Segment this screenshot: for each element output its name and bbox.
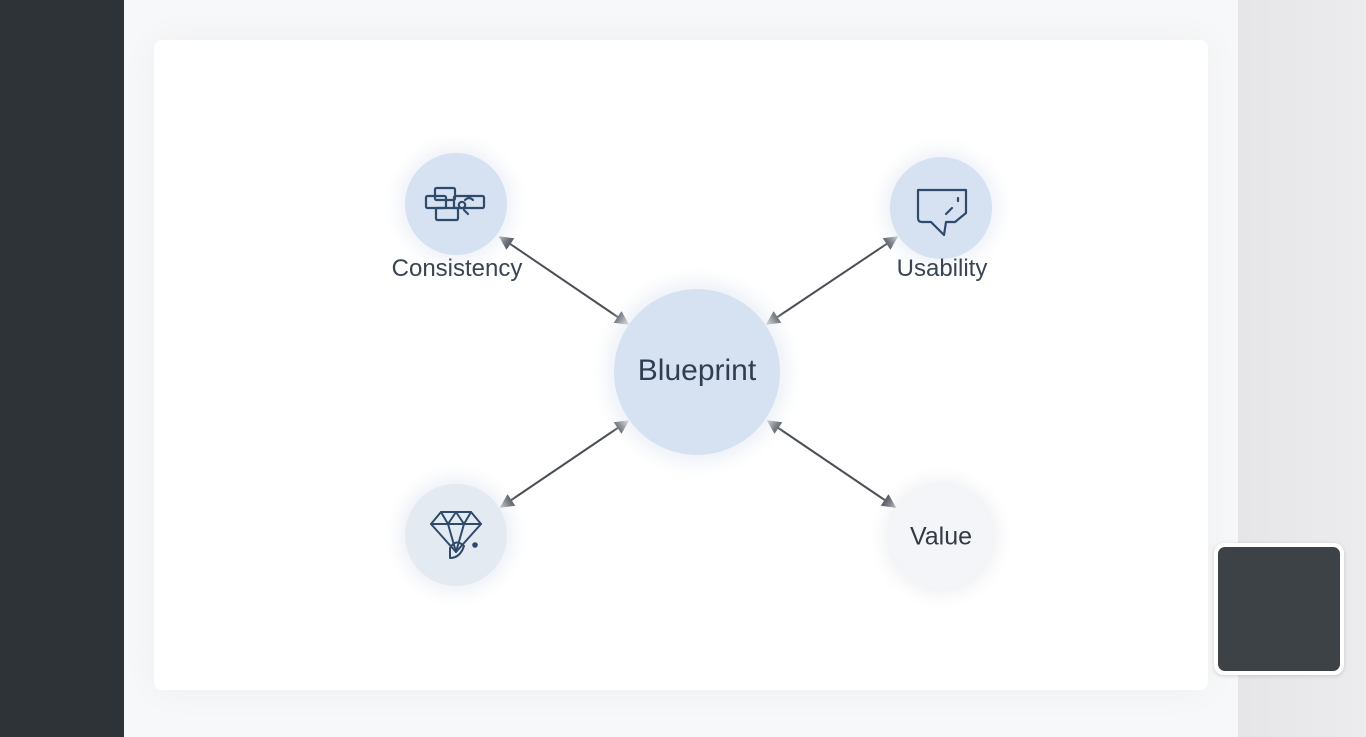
puzzle-blueprint-icon: [424, 186, 486, 222]
left-sidebar: [0, 0, 124, 737]
edge-blueprint-diamond: [499, 420, 630, 508]
hand-pointer-icon: [916, 188, 968, 237]
node-usability: [890, 157, 992, 259]
node-value: [890, 486, 992, 588]
node-diamond: [405, 484, 507, 586]
node-label-blueprint: Blueprint: [637, 354, 757, 387]
node-label-consistency: Consistency: [391, 255, 523, 282]
node-blueprint: [614, 289, 780, 455]
slide-thumbnail[interactable]: [1214, 543, 1344, 675]
edge-blueprint-usability: [765, 236, 899, 325]
node-consistency: [405, 153, 507, 255]
slide-thumbnail-preview: [1218, 547, 1340, 671]
diamond-icon: [430, 511, 482, 559]
edge-blueprint-value: [766, 420, 897, 508]
node-label-usability: Usability: [896, 255, 988, 282]
edge-blueprint-consistency: [498, 236, 630, 325]
node-label-value: Value: [909, 522, 973, 551]
